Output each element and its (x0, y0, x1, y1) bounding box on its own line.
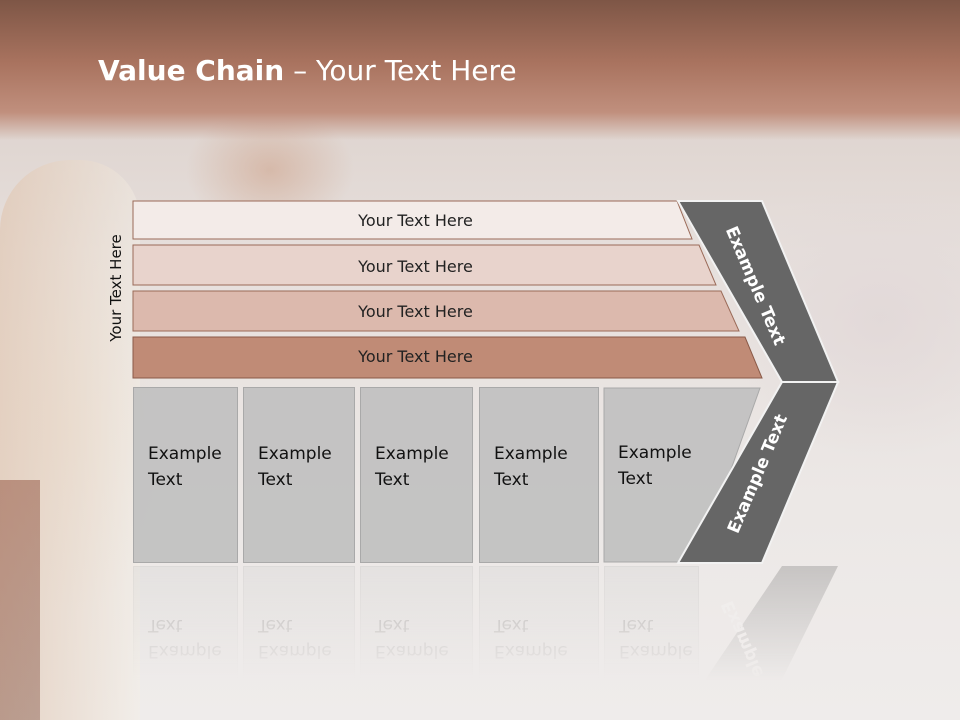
chevron-bottom-shape (676, 381, 840, 564)
bar-shape-1 (132, 200, 693, 240)
slide-title-bold: Value Chain (98, 54, 285, 87)
bar-label-2: Your Text Here (358, 256, 473, 276)
bar-label-3: Your Text Here (358, 301, 473, 321)
background-arm-blur (0, 480, 40, 720)
bar-label-1: Your Text Here (358, 210, 473, 230)
title-band (0, 0, 960, 140)
bar-shape-3 (132, 290, 740, 332)
bar-label-4: Your Text Here (358, 346, 473, 366)
bar-shape-2 (132, 244, 717, 286)
slide-title: Value Chain – Your Text Here (98, 54, 517, 94)
slide-title-rest: – Your Text Here (284, 54, 517, 87)
bar-shape-4 (132, 336, 763, 379)
